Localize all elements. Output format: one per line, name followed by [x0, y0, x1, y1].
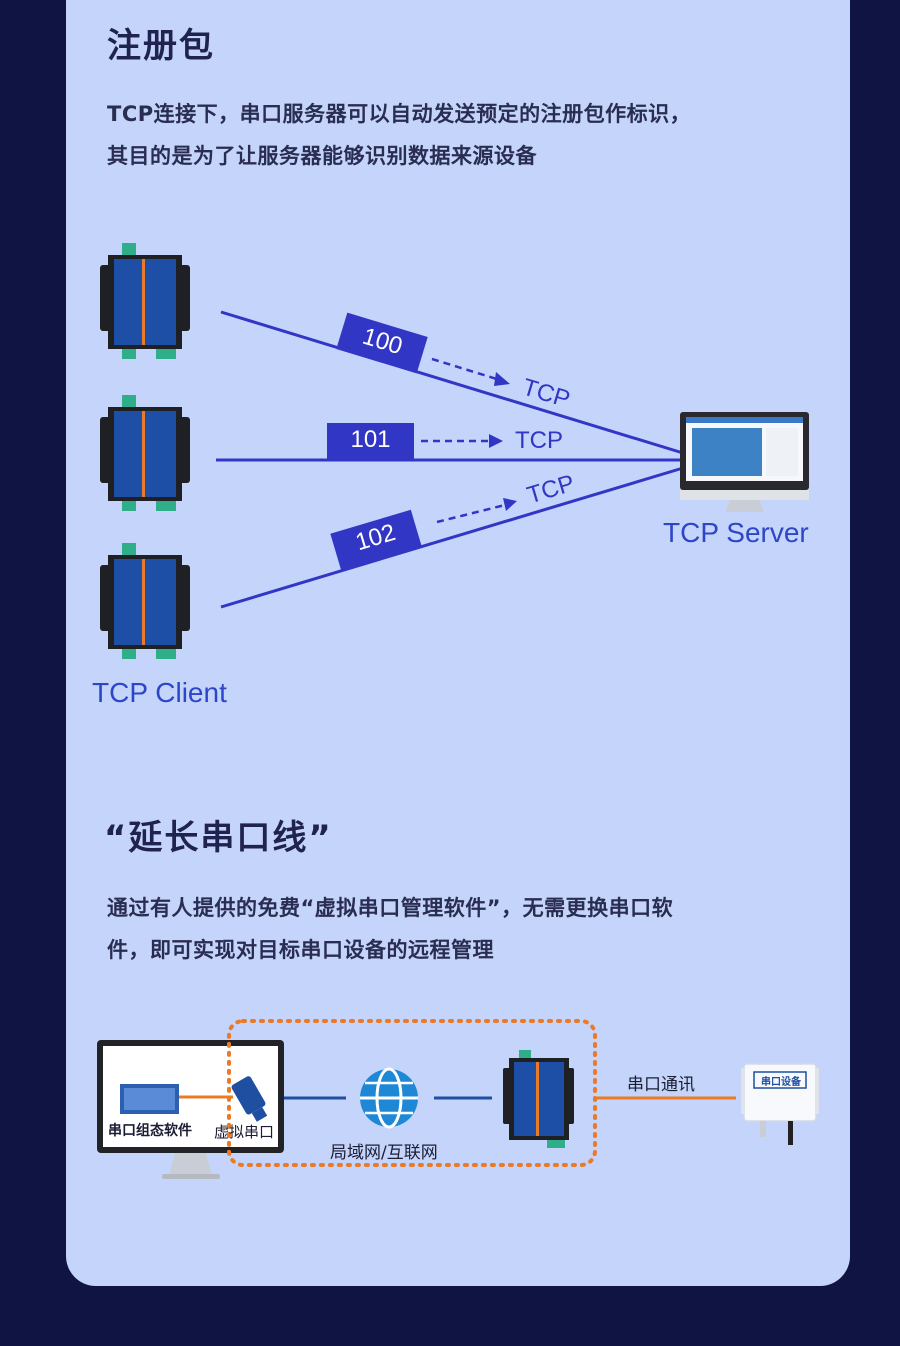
- server-monitor-icon: [680, 412, 809, 512]
- virtual-port-label: 虚拟串口: [214, 1123, 275, 1141]
- serial-device-label: 串口设备: [761, 1077, 801, 1088]
- tcp-server-label: TCP Server: [663, 517, 809, 548]
- register-desc-line2: 其目的是为了让服务器能够识别数据来源设备: [107, 144, 537, 168]
- packet-box-101: [327, 423, 414, 459]
- packet-label-101: 101: [350, 426, 391, 453]
- serial-server-device-2: [100, 395, 190, 511]
- tcp-client-label: TCP Client: [92, 677, 227, 708]
- packet-box-100: [336, 312, 428, 374]
- link-line-1: [220, 310, 684, 455]
- arrow-head-3: [503, 498, 517, 511]
- register-packet-diagram: [100, 243, 809, 659]
- extend-desc-line1: 通过有人提供的免费“虚拟串口管理软件”，无需更换串口软: [107, 896, 674, 920]
- software-label: 串口组态软件: [108, 1123, 192, 1139]
- section-title-extend-serial: “延长串口线”: [104, 818, 333, 858]
- extend-desc-line2: 件，即可实现对目标串口设备的远程管理: [107, 938, 494, 962]
- serial-comm-label: 串口通讯: [627, 1075, 695, 1095]
- section-title-register-packet: 注册包: [107, 26, 215, 66]
- arrow-head-1: [494, 372, 510, 386]
- link-line-3: [220, 466, 684, 609]
- serial-server-device-1: [100, 243, 190, 359]
- packet-box-102: [330, 509, 422, 571]
- proto-label-2: TCP: [515, 427, 563, 454]
- arrow-head-2: [489, 434, 503, 448]
- register-desc-line1: TCP连接下，串口服务器可以自动发送预定的注册包作标识，: [107, 102, 692, 126]
- serial-server-device-3: [100, 543, 190, 659]
- network-label: 局域网/互联网: [330, 1143, 438, 1163]
